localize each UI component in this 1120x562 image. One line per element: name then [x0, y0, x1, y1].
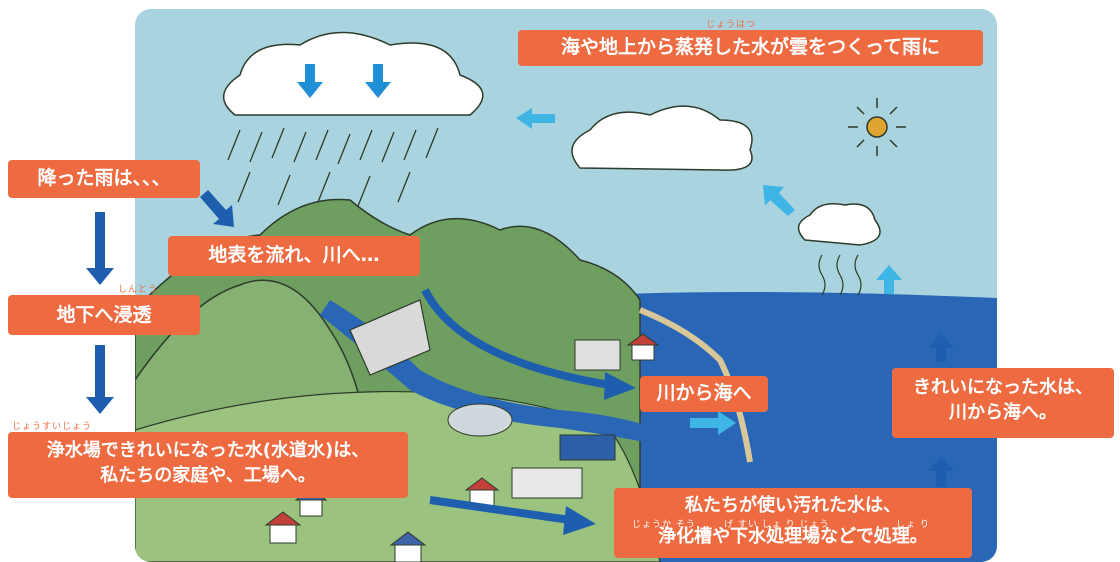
- caption-river-to-sea-text: 川から海へ: [656, 382, 752, 404]
- caption-infiltration: しんとう 地下へ浸透: [8, 285, 200, 335]
- caption-evaporation: じょうはつ 海や地上から蒸発した水が雲をつくって雨に: [518, 20, 983, 66]
- caption-surface-flow-text: 地表を流れ、川へ…: [208, 244, 380, 266]
- caption-rain-fall: 降った雨は、、、: [8, 160, 200, 198]
- ruby-wastewater-1: じょうか そう: [632, 520, 696, 530]
- caption-clean-water-line1: きれいになった水は、: [913, 377, 1093, 398]
- river-flow-arrow: [421, 288, 611, 389]
- caption-water-treatment-line2: 私たちの家庭や、工場へ。: [100, 464, 316, 486]
- cloud-arrow-2: [516, 108, 555, 129]
- caption-evaporation-text: 海や地上から蒸発した水が雲をつくって雨に: [560, 36, 941, 58]
- cloud-arrow-1: [763, 185, 795, 216]
- caption-wastewater-line1: 私たちが使い汚れた水は、: [685, 495, 901, 516]
- ruby-evaporation: じょうはつ: [706, 20, 757, 30]
- caption-water-treatment: じょうすいじょう 浄水場できれいになった水(水道水)は、 私たちの家庭や、工場へ…: [8, 422, 408, 498]
- caption-wastewater: 私たちが使い汚れた水は、 じょうか そう げ すい しょ り じょう しょ り …: [614, 488, 972, 558]
- flow-arrows: [86, 64, 954, 535]
- evaporation-lines: [818, 254, 862, 296]
- caption-infiltration-text: 地下へ浸透: [56, 304, 152, 326]
- rain-lines: [227, 127, 439, 207]
- dam: [349, 299, 431, 376]
- clouds: [223, 31, 881, 246]
- ruby-wastewater-3: しょ り: [896, 520, 930, 530]
- ruby-wastewater-2: げ すい しょ り じょう: [724, 520, 830, 530]
- up-arrow-sea-2: [928, 333, 954, 362]
- caption-rain-fall-text: 降った雨は、、、: [37, 167, 171, 189]
- ruby-infiltration: しんとう: [118, 285, 159, 295]
- down-arrow-2: [86, 345, 114, 414]
- down-arrow-1: [86, 212, 114, 285]
- caption-water-treatment-line1: 浄水場できれいになった水(水道水)は、: [46, 440, 370, 461]
- caption-river-to-sea: 川から海へ: [640, 376, 768, 412]
- wastewater-arrow: [429, 496, 571, 524]
- ruby-water-treatment: じょうすいじょう: [12, 422, 93, 432]
- caption-wastewater-line2: 浄化槽や下水処理場などで処理。: [658, 525, 928, 547]
- caption-surface-flow: 地表を流れ、川へ…: [168, 236, 420, 276]
- rain-down-arrow: [365, 64, 391, 98]
- up-arrow-sea-1: [928, 456, 954, 487]
- rain-down-arrow: [297, 64, 323, 98]
- diag-arrow: [200, 190, 234, 227]
- sun-icon: [848, 98, 906, 156]
- treatment-facilities: [447, 339, 621, 499]
- up-arrow-evap: [876, 265, 902, 294]
- sea-arrow: [690, 411, 736, 435]
- caption-clean-water-line2: 川から海へ。: [949, 401, 1057, 423]
- caption-clean-water: きれいになった水は、 川から海へ。: [892, 368, 1114, 438]
- shoreline: [638, 307, 753, 463]
